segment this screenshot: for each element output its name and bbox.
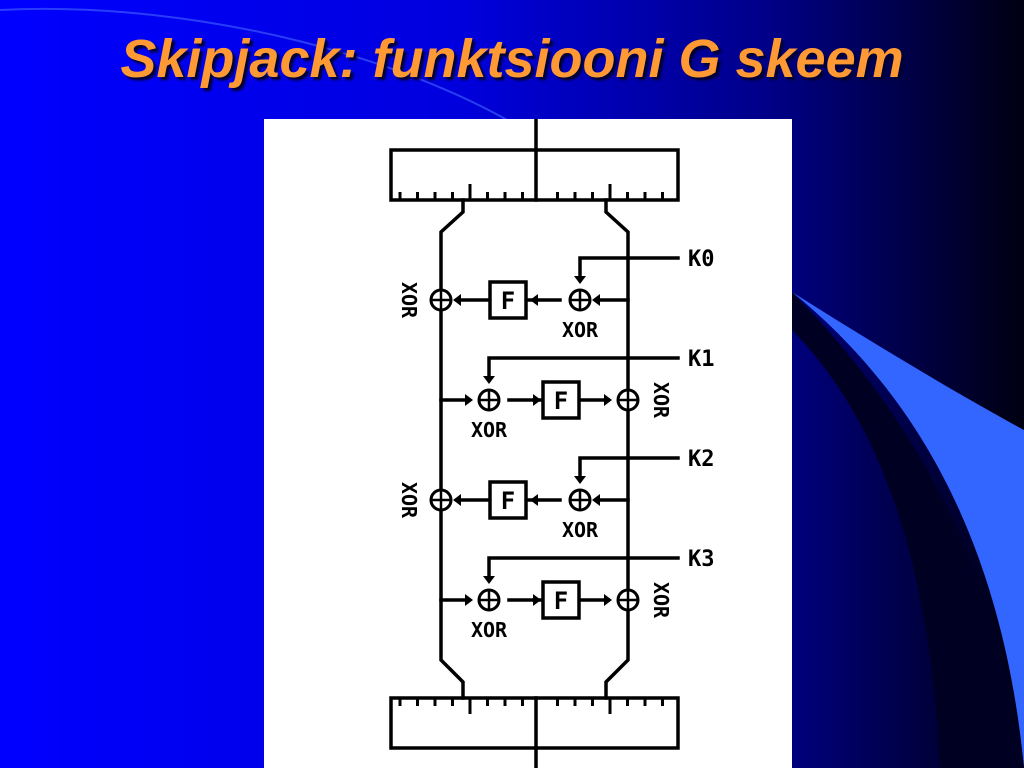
slide-title: Skipjack: funktsiooni G skeem — [120, 29, 904, 89]
xor-label-r3-vertical: XOR — [397, 482, 421, 519]
f-boxes — [488, 280, 581, 620]
arrowheads — [453, 276, 612, 606]
diagram-panel: F F F F XOR XOR XOR XOR XOR XOR XOR XOR … — [264, 119, 792, 768]
f-box-round-3 — [488, 480, 528, 520]
xor-label-r4: XOR — [471, 618, 508, 642]
decorative-arc — [0, 7, 541, 141]
f-box-round-4 — [541, 580, 581, 620]
key-label-k0: K0 — [688, 247, 715, 272]
decorative-swoosh — [792, 292, 1024, 768]
key-label-k2: K2 — [688, 447, 715, 472]
xor-label-r4-vertical: XOR — [649, 582, 673, 619]
key-label-k1: K1 — [688, 347, 715, 372]
register-ticks — [398, 184, 664, 714]
xor-nodes — [429, 288, 640, 612]
f-label-1: F — [501, 287, 515, 315]
xor-label-r1: XOR — [562, 318, 599, 342]
xor-label-r2-vertical: XOR — [649, 382, 673, 419]
key-label-k3: K3 — [688, 547, 715, 572]
f-box-round-1 — [488, 280, 528, 320]
skipjack-g-diagram: F F F F XOR XOR XOR XOR XOR XOR XOR XOR … — [389, 119, 715, 768]
f-label-4: F — [554, 587, 568, 615]
f-box-round-2 — [541, 380, 581, 420]
xor-label-r1-vertical: XOR — [397, 282, 421, 319]
xor-label-r3: XOR — [562, 518, 599, 542]
xor-label-r2: XOR — [471, 418, 508, 442]
f-label-3: F — [501, 487, 515, 515]
f-label-2: F — [554, 387, 568, 415]
